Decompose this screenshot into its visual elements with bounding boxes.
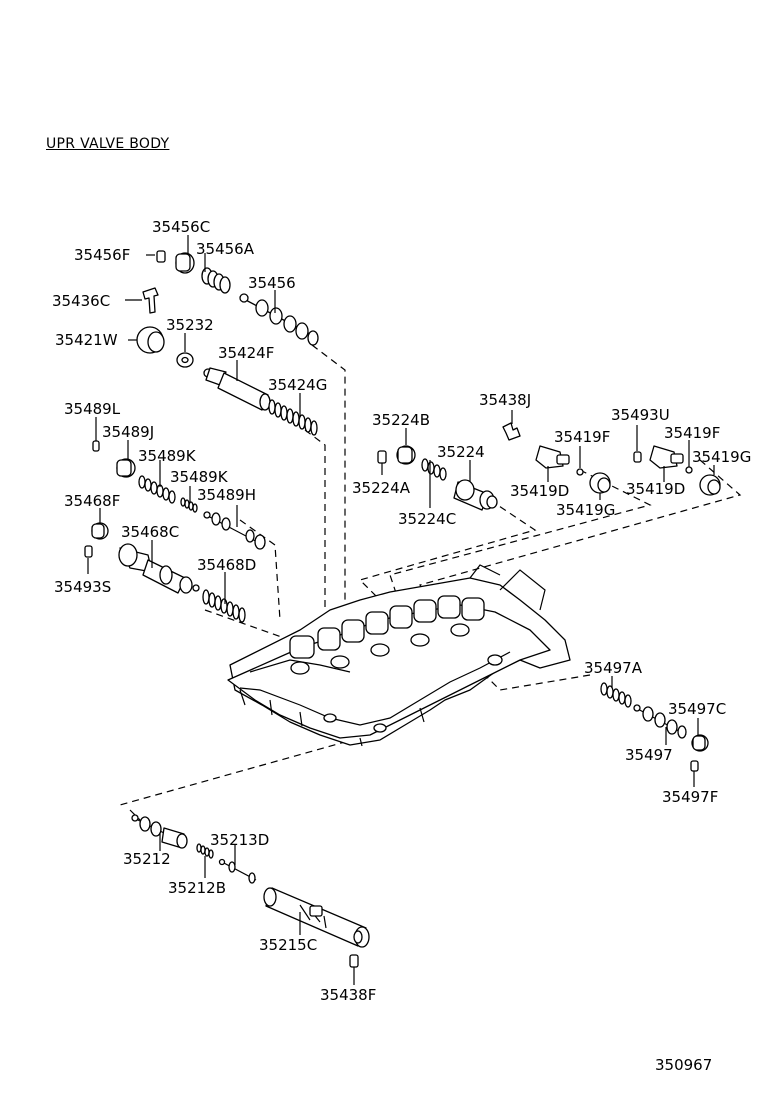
section-title: UPR VALVE BODY bbox=[46, 136, 170, 152]
part-35436C bbox=[142, 287, 159, 314]
part-35438F bbox=[349, 954, 359, 968]
part-35489K-small-spring bbox=[180, 497, 198, 513]
part-35493S bbox=[84, 545, 93, 558]
part-35456F bbox=[156, 250, 166, 263]
part-35419F-left bbox=[576, 468, 584, 476]
label-35489J: 35489J bbox=[102, 423, 154, 441]
label-35419D-b: 35419D bbox=[626, 480, 685, 498]
part-35424F bbox=[203, 367, 271, 411]
part-35456A bbox=[201, 267, 231, 294]
label-35424F: 35424F bbox=[218, 344, 274, 362]
label-35232: 35232 bbox=[166, 316, 214, 334]
part-35224C bbox=[453, 479, 498, 511]
part-35489L bbox=[92, 440, 100, 452]
label-35493S: 35493S bbox=[54, 578, 111, 596]
part-35468F bbox=[91, 522, 109, 540]
label-35489K-b: 35489K bbox=[170, 468, 229, 486]
part-35456 bbox=[239, 293, 319, 346]
label-35497F: 35497F bbox=[662, 788, 718, 806]
label-35419F-a: 35419F bbox=[554, 428, 610, 446]
part-35497C bbox=[691, 734, 709, 752]
label-35456F: 35456F bbox=[74, 246, 130, 264]
label-35424G: 35424G bbox=[268, 376, 327, 394]
part-35213D bbox=[218, 858, 257, 884]
label-35438F: 35438F bbox=[320, 986, 376, 1004]
label-35493U: 35493U bbox=[611, 406, 670, 424]
leader-lines bbox=[87, 235, 715, 985]
part-35419G-left bbox=[589, 472, 611, 494]
part-labels: 35456C 35456F 35456A 35456 35436C 35421W… bbox=[52, 218, 751, 1004]
label-35497: 35497 bbox=[625, 746, 673, 764]
part-35419D-right bbox=[649, 445, 684, 469]
label-35212: 35212 bbox=[123, 850, 171, 868]
part-35419F-right bbox=[685, 466, 693, 474]
valve-body-housing bbox=[227, 564, 571, 747]
label-35497C: 35497C bbox=[668, 700, 726, 718]
label-35224C: 35224C bbox=[398, 510, 456, 528]
label-35213D: 35213D bbox=[210, 831, 269, 849]
label-35224B: 35224B bbox=[372, 411, 430, 429]
label-35456C: 35456C bbox=[152, 218, 210, 236]
label-35497A: 35497A bbox=[584, 659, 643, 677]
part-35224B bbox=[396, 445, 416, 465]
label-35438J: 35438J bbox=[479, 391, 531, 409]
part-35489J bbox=[116, 458, 136, 478]
label-35468C: 35468C bbox=[121, 523, 179, 541]
label-35456A: 35456A bbox=[196, 240, 255, 258]
part-35438J bbox=[502, 422, 521, 441]
label-35489H: 35489H bbox=[197, 486, 256, 504]
part-35493U bbox=[633, 451, 642, 463]
label-35489K-a: 35489K bbox=[138, 447, 197, 465]
part-35212B bbox=[196, 843, 214, 859]
label-35456: 35456 bbox=[248, 274, 296, 292]
assembly-paths bbox=[119, 344, 742, 821]
label-35436C: 35436C bbox=[52, 292, 110, 310]
part-35419G-right bbox=[699, 474, 721, 496]
label-35419F-b: 35419F bbox=[664, 424, 720, 442]
part-35424G bbox=[268, 399, 318, 436]
upper-left-parts bbox=[136, 250, 319, 436]
part-35232 bbox=[176, 352, 194, 368]
part-35489H bbox=[203, 511, 266, 550]
part-35497A bbox=[600, 682, 632, 708]
part-35224-spring bbox=[421, 458, 447, 481]
lower-left-parts bbox=[131, 814, 370, 968]
label-35421W: 35421W bbox=[55, 331, 118, 349]
part-35419D-left bbox=[535, 445, 570, 469]
part-35497 bbox=[633, 704, 687, 739]
label-35468D: 35468D bbox=[197, 556, 256, 574]
label-35224: 35224 bbox=[437, 443, 485, 461]
part-35497F bbox=[690, 760, 699, 772]
label-35489L: 35489L bbox=[64, 400, 121, 418]
part-35212 bbox=[131, 814, 188, 849]
part-35468C bbox=[118, 543, 200, 594]
middle-left-parts bbox=[84, 440, 266, 623]
label-35215C: 35215C bbox=[259, 936, 317, 954]
part-35215C bbox=[263, 887, 370, 948]
part-35468D bbox=[202, 589, 246, 623]
label-35212B: 35212B bbox=[168, 879, 226, 897]
label-35419D-a: 35419D bbox=[510, 482, 569, 500]
part-35421W bbox=[136, 326, 165, 354]
label-35419G-b: 35419G bbox=[692, 448, 751, 466]
part-35456C bbox=[175, 252, 195, 274]
figure-number: 350967 bbox=[655, 1056, 713, 1074]
label-35419G-a: 35419G bbox=[556, 501, 615, 519]
label-35468F: 35468F bbox=[64, 492, 120, 510]
part-35224A bbox=[377, 450, 387, 464]
label-35224A: 35224A bbox=[352, 479, 411, 497]
lower-right-parts bbox=[600, 682, 709, 772]
